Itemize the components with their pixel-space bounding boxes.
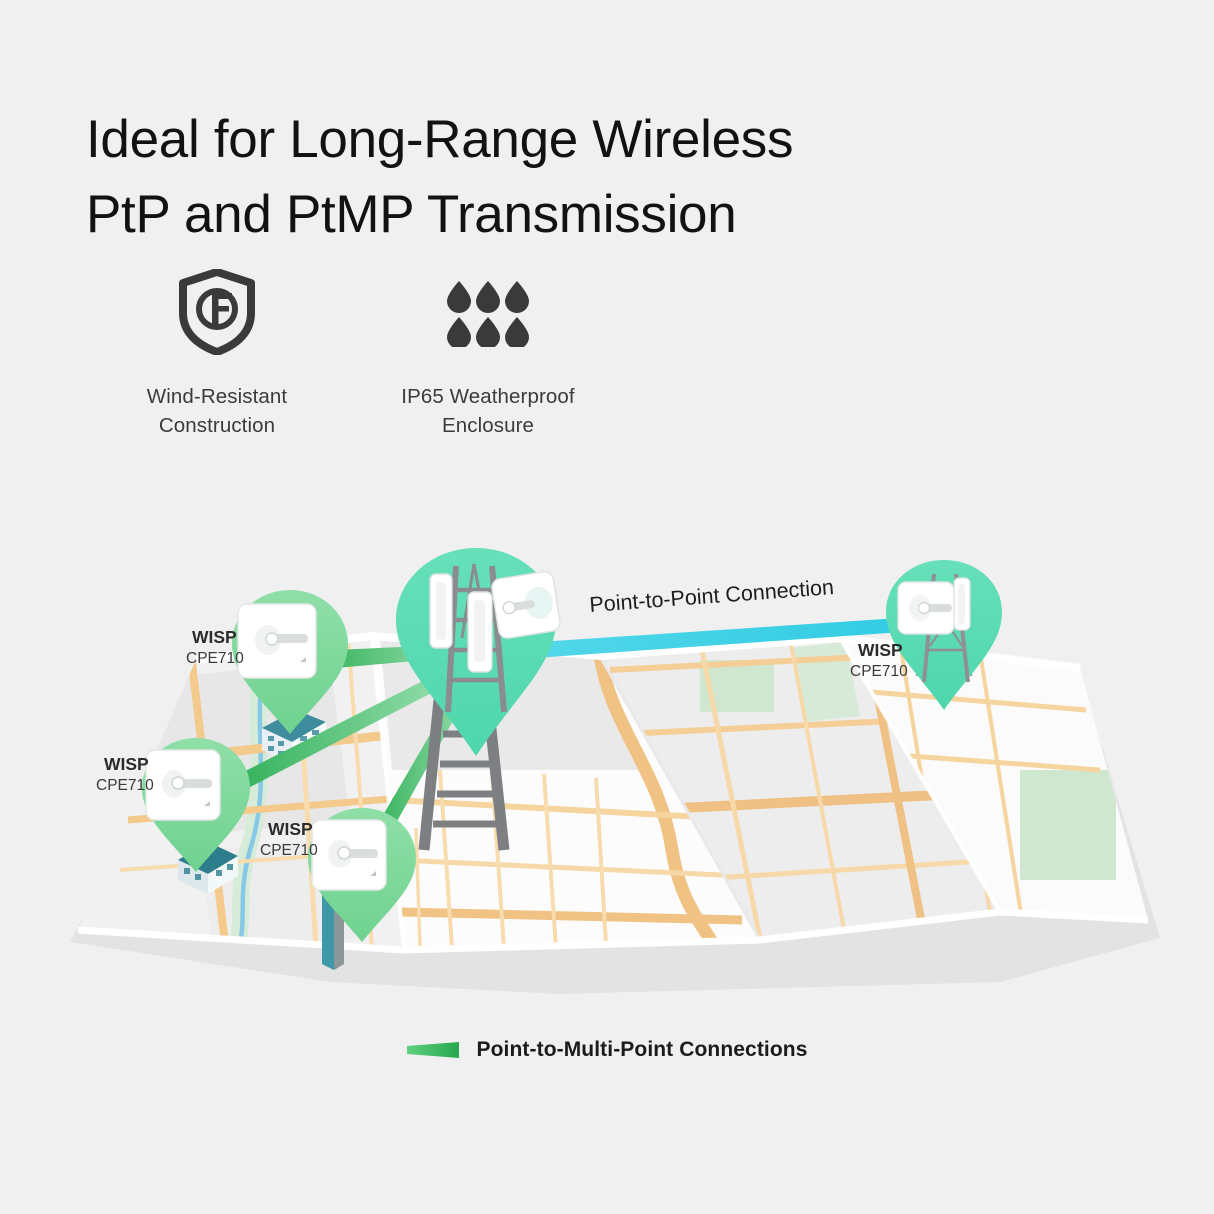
- ptp-link-line: [478, 616, 930, 662]
- cpe-antenna-center-tower: [491, 571, 561, 639]
- pin-label-cpe-bottom: WISP CPE710: [260, 819, 318, 859]
- cpe-antenna-bottom: [311, 819, 387, 891]
- cpe-antenna-top-left: [237, 603, 317, 679]
- sector-antenna-center: [467, 591, 493, 673]
- legend: Point-to-Multi-Point Connections: [0, 1038, 1214, 1062]
- shield-wind-force-icon: [86, 269, 348, 355]
- pin-label-cpe-mid-left: WISP CPE710: [96, 754, 154, 794]
- ptmp-link-mid-left: [196, 658, 472, 812]
- feature-ip65-weatherproof-label: IP65 Weatherproof Enclosure: [401, 385, 575, 438]
- pin-label-tower-right: WISP CPE710: [850, 640, 908, 680]
- svg-text:CPE710: CPE710: [186, 650, 244, 667]
- svg-text:WISP: WISP: [858, 640, 903, 660]
- feature-wind-resistant-label: Wind-Resistant Construction: [146, 385, 288, 438]
- pin-cpe-bottom[interactable]: [308, 808, 416, 942]
- svg-text:WISP: WISP: [192, 627, 237, 647]
- ptp-connection-label: Point-to-Point Connection: [589, 575, 835, 617]
- page-title: Ideal for Long-Range Wireless PtP and Pt…: [86, 102, 986, 253]
- feature-ip65-weatherproof: IP65 Weatherproof Enclosure: [372, 272, 604, 440]
- pin-tower-right[interactable]: [886, 560, 1002, 710]
- feature-list: Wind-Resistant Construction: [86, 269, 604, 440]
- svg-text:CPE710: CPE710: [260, 842, 318, 859]
- network-topology-illustration: Point-to-Point Connection WISP CPE710 WI…: [0, 520, 1214, 1060]
- pin-cpe-mid-left[interactable]: [142, 738, 250, 872]
- cpe-antenna-mid-left: [145, 749, 221, 821]
- water-droplets-icon: [372, 272, 604, 352]
- svg-text:WISP: WISP: [104, 754, 149, 774]
- svg-text:CPE710: CPE710: [850, 663, 908, 680]
- pin-label-cpe-top-left: WISP CPE710: [186, 627, 244, 667]
- sector-antenna-left: [429, 573, 453, 649]
- pin-tower-center[interactable]: [396, 548, 561, 851]
- cpe-antenna-right-tower: [897, 581, 955, 635]
- svg-text:WISP: WISP: [268, 819, 313, 839]
- legend-label: Point-to-Multi-Point Connections: [476, 1038, 808, 1061]
- svg-text:CPE710: CPE710: [96, 777, 154, 794]
- feature-wind-resistant: Wind-Resistant Construction: [86, 269, 348, 440]
- legend-swatch-ptmp: [406, 1042, 459, 1058]
- pin-cpe-top-left[interactable]: [232, 590, 348, 734]
- sector-antenna-right: [953, 577, 971, 631]
- page-title-line-1: Ideal for Long-Range Wireless: [86, 109, 794, 169]
- page-title-line-2: PtP and PtMP Transmission: [86, 184, 737, 244]
- ptp-connection: [478, 616, 930, 662]
